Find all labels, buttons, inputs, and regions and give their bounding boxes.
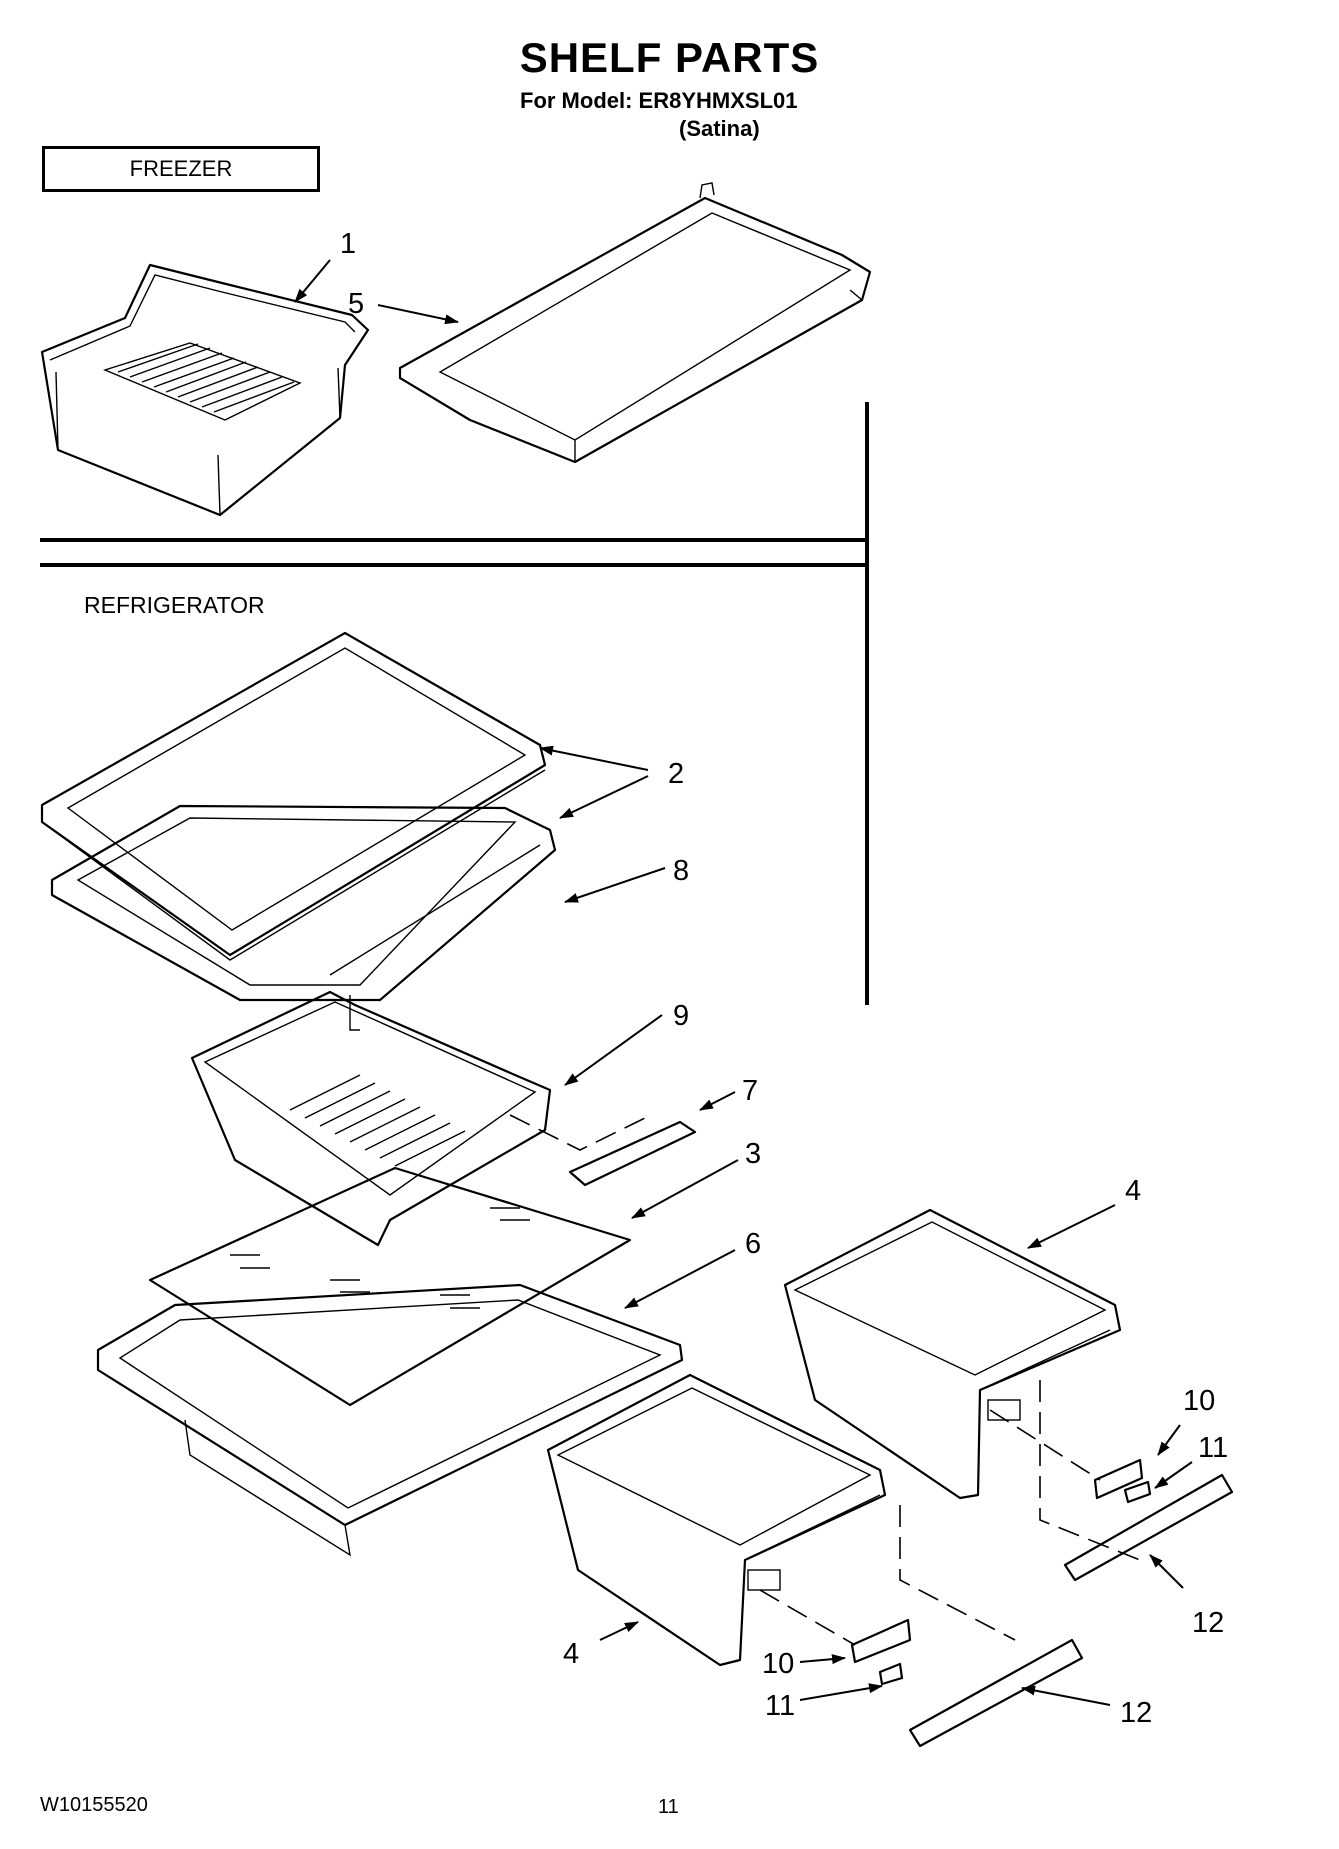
crisper-drawer-right-part — [783, 1208, 1122, 1500]
callout-8: 8 — [673, 855, 690, 887]
deli-drawer-part — [190, 990, 552, 1247]
shelf-frame-part — [50, 804, 557, 1002]
refrigerator-shelf-part — [40, 631, 547, 961]
callout-6: 6 — [745, 1228, 762, 1260]
page-number: 11 — [658, 1796, 679, 1818]
callout-12-left: 12 — [1120, 1697, 1153, 1729]
drawer-trim-part — [509, 1114, 697, 1187]
callout-10-left: 10 — [762, 1648, 795, 1680]
callout-11-right: 11 — [1198, 1432, 1229, 1464]
crisper-cover-frame-part — [96, 1283, 684, 1557]
callout-1: 1 — [340, 228, 357, 260]
callout-4-left: 4 — [563, 1638, 580, 1670]
rail-right-part — [1063, 1473, 1234, 1582]
glass-panel-part — [148, 1166, 632, 1407]
callout-10-right: 10 — [1183, 1385, 1216, 1417]
callout-4-right: 4 — [1125, 1175, 1142, 1207]
model-variant: (Satina) — [679, 116, 760, 141]
rail-left-part — [908, 1638, 1084, 1748]
callout-9: 9 — [673, 1000, 690, 1032]
callout-5: 5 — [348, 288, 365, 320]
freezer-basket-part — [40, 263, 370, 517]
callout-3: 3 — [745, 1138, 762, 1170]
crisper-drawer-left-part — [546, 1373, 887, 1667]
assembly-dashed-leaders — [759, 1380, 1141, 1646]
callout-leaders — [294, 259, 1193, 1706]
bracket-right-part — [1093, 1458, 1152, 1504]
bracket-left-part — [850, 1618, 912, 1686]
page-title: SHELF PARTS — [519, 34, 820, 81]
callout-2: 2 — [668, 758, 685, 790]
freezer-section-label: FREEZER — [42, 146, 320, 192]
document-number: W10155520 — [40, 1794, 148, 1816]
freezer-label-text: FREEZER — [129, 156, 233, 181]
callout-12-right: 12 — [1192, 1607, 1225, 1639]
model-line: For Model: ER8YHMXSL01 — [520, 88, 798, 113]
callout-7: 7 — [742, 1075, 759, 1107]
callout-11-left: 11 — [765, 1690, 796, 1722]
freezer-shelf-part — [398, 182, 872, 464]
refrigerator-section-label: REFRIGERATOR — [84, 592, 265, 618]
